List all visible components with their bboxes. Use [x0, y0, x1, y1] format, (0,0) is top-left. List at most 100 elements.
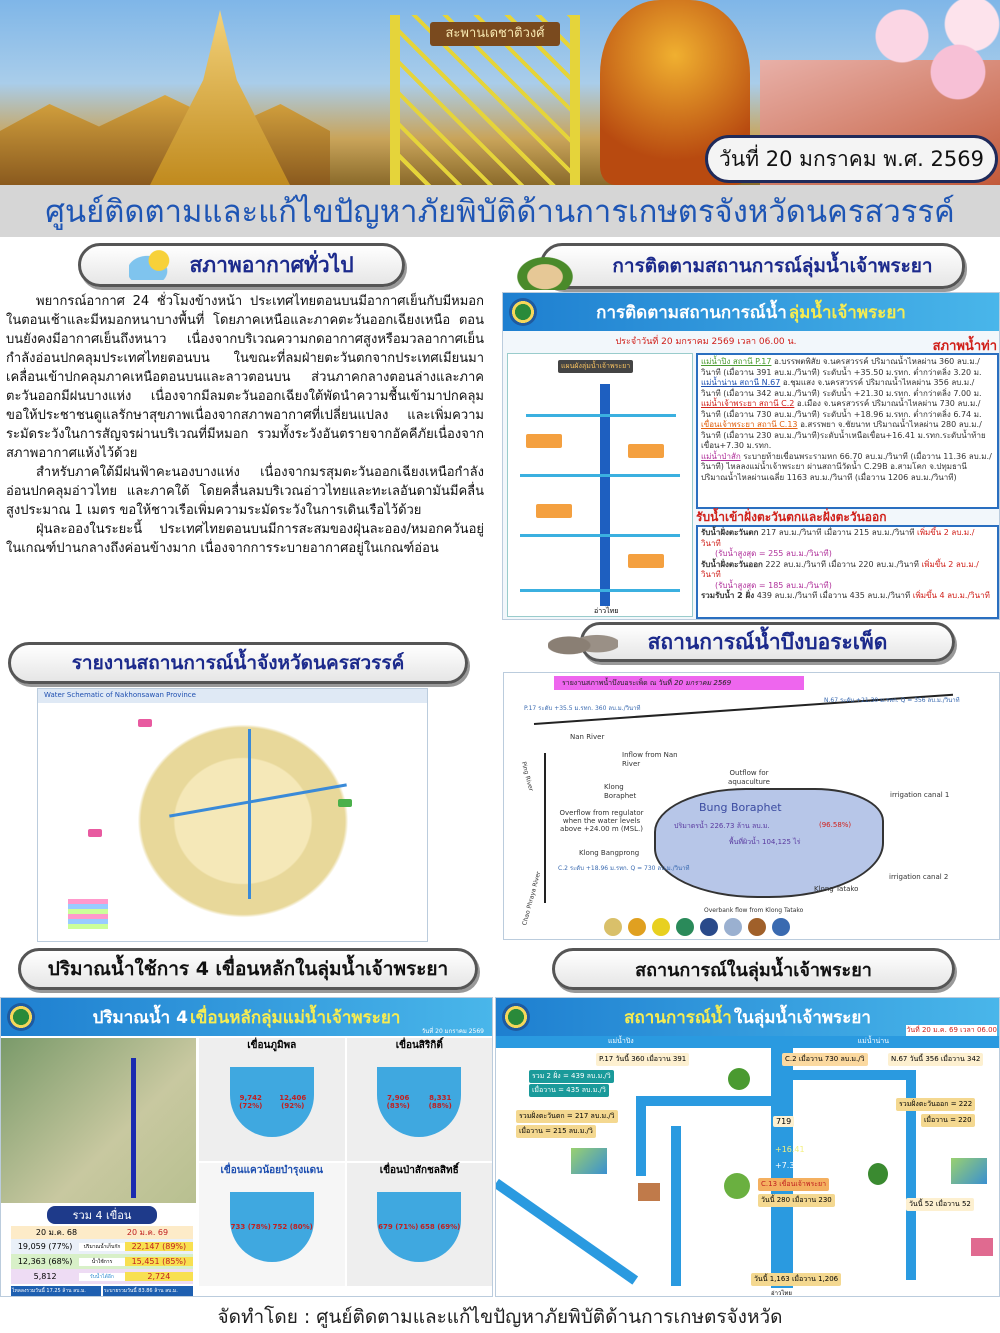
panel-title: ในลุ่มน้ำเจ้าพระยา	[733, 1007, 871, 1028]
dam-value-68: 7,906 (83%)	[386, 1094, 410, 1110]
dam-gauge: 9,742 (72%)12,406 (92%)	[229, 1067, 314, 1137]
tree-icon	[728, 1068, 750, 1090]
panel-title: ปริมาณน้ำ 4	[92, 1007, 188, 1028]
n67-box: N.67 วันนี้ 356 เมื่อวาน 342	[888, 1053, 984, 1066]
panel-header: การติดตามสถานการณ์น้ำลุ่มน้ำเจ้าพระยา	[503, 293, 999, 331]
dam-value-69: 8,331 (88%)	[428, 1094, 452, 1110]
bridge-sign: สะพานเดชาติวงศ์	[430, 22, 560, 46]
intake-change: เพิ่มขึ้น 4 ลบ.ม./วินาที	[912, 591, 990, 600]
west-total-box: รวม 2 ฝั่ง = 439 ลบ.ม./วิ	[529, 1070, 614, 1083]
nakhonsawan-report-header: รายงานสถานการณ์น้ำจังหวัดนครสวรรค์	[8, 642, 468, 684]
pasak-box: วันนี้ 52 เมื่อวาน 52	[906, 1198, 974, 1211]
intake-label: รับน้ำฝั่งตะวันออก	[701, 559, 763, 569]
overflow-label: Overflow from regulator when the water l…	[559, 809, 644, 833]
station-box	[526, 434, 562, 448]
dam-name: เขื่อนแควน้อยบำรุงแดน	[220, 1165, 324, 1176]
east-box: รวมฝั่งตะวันออก = 222	[896, 1098, 976, 1111]
lake-name: Bung Boraphet	[699, 801, 782, 814]
river-line	[131, 1058, 136, 1198]
dam-grid: เขื่อนภูมิพล 9,742 (72%)12,406 (92%) เขื…	[199, 1038, 492, 1286]
basin-panel: สถานการณ์น้ำในลุ่มน้ำเจ้าพระยา วันที่ 20…	[495, 997, 1000, 1297]
station-name: แม่น้ำปิง สถานี P.17	[701, 357, 772, 366]
value-68: 12,363 (68%)	[17, 1257, 73, 1266]
weather-header: สภาพอากาศทั่วไป	[78, 243, 405, 287]
inflow-label: Inflow from Nan River	[622, 751, 678, 768]
station-text: อ.ชุมแสง จ.นครสวรรค์ ปริมาณน้ำไหลผ่าน 35…	[701, 378, 982, 398]
panel-title-highlight: ลุ่มน้ำเจ้าพระยา	[788, 302, 906, 323]
weather-header-label: สภาพอากาศทั่วไป	[189, 252, 354, 277]
station-marker	[138, 719, 152, 727]
intake-row: รับน้ำฝั่งตะวันตก 217 ลบ.ม./วินาที เมื่อ…	[701, 528, 994, 549]
downstream-level: +7.30	[775, 1161, 800, 1170]
row-label: ปริมาณน้ำเก็บกัก	[79, 1242, 125, 1251]
agency-logo	[772, 918, 790, 936]
lake-volume: ปริมาตรน้ำ 226.73 ล้าน ลบ.ม.	[674, 822, 770, 830]
intake-row: รับน้ำฝั่งตะวันออก 222 ลบ.ม./วินาที เมื่…	[701, 560, 994, 581]
dam-name: เขื่อนสิริกิติ์	[395, 1040, 443, 1051]
date-badge: วันที่ 20 มกราคม พ.ศ. 2569	[705, 135, 998, 183]
canal2-label: irrigation canal 2	[889, 873, 949, 881]
station-text: ระบายท้ายเขื่อนพระรามหก 66.70 ลบ.ม./วินา…	[701, 451, 992, 482]
intake-label: รับน้ำฝั่งตะวันตก	[701, 528, 759, 537]
canal-line	[520, 589, 680, 592]
west-yday2-box: เมื่อวาน = 215 ลบ.ม./วิ	[516, 1125, 596, 1138]
agency-logo	[628, 918, 646, 936]
tree-icon	[868, 1163, 888, 1185]
map-legend	[68, 899, 108, 929]
station-name: แม่น้ำป่าสัก	[701, 451, 741, 461]
dam-illustration-icon	[951, 1158, 987, 1184]
dam-card: เขื่อนป่าสักชลสิทธิ์ 679 (71%)658 (69%)	[346, 1163, 492, 1286]
dams-panel: ปริมาณน้ำ 4 เขื่อนหลักลุ่มแม่น้ำเจ้าพระย…	[0, 997, 493, 1297]
nakhonsawan-water-map: Water Schematic of Nakhonsawan Province	[37, 688, 428, 942]
chaophraya-monitor-header-label: การติดตามสถานการณ์ลุ่มน้ำเจ้าพระยา	[612, 255, 933, 277]
station-name: แม่น้ำเจ้าพระยา สถานี C.2	[701, 399, 795, 408]
weather-paragraph: สำหรับภาคใต้มีฝนฟ้าคะนองบางแห่ง เนื่องจา…	[6, 465, 484, 518]
col-68: 20 ม.ค. 68	[35, 1228, 78, 1237]
basin-header-label: สถานการณ์ในลุ่มน้ำเจ้าพระยา	[635, 959, 872, 981]
east-canal	[906, 1070, 916, 1280]
ping-label: แม่น้ำปิง	[607, 1037, 634, 1045]
agency-logo	[604, 918, 622, 936]
west-canal	[636, 1096, 646, 1176]
outflow-total: ระบายรวมวันนี้ 83.86 ล้าน ลบ.ม.	[103, 1286, 193, 1296]
p17-label: P.17 ระดับ +35.5 ม.รทก. 360 ลบ.ม./วินาที	[524, 705, 641, 712]
chaophraya-schematic: แผนผังลุ่มน้ำเจ้าพระยา อ่าวไทย	[507, 353, 693, 617]
outflow-label: Outflow for aquaculture	[728, 769, 770, 786]
footer-credit: จัดทำโดย : ศูนย์ติดตามและแก้ไขปัญหาภัยพิ…	[217, 1305, 783, 1328]
gulf-label: อ่าวไทย	[594, 607, 619, 615]
dams-header-label: ปริมาณน้ำใช้การ 4 เขื่อนหลักในลุ่มน้ำเจ้…	[47, 958, 449, 980]
as-of-date: วันที่ 20 มกราคม 2569	[421, 1028, 484, 1035]
panel-header: ปริมาณน้ำ 4 เขื่อนหลักลุ่มแม่น้ำเจ้าพระย…	[1, 998, 492, 1036]
river-header-bar: แม่น้ำปิงแม่น้ำน่าน	[496, 1036, 999, 1048]
chaophraya-river-line	[600, 384, 610, 606]
c13-box: C.13 เขื่อนเจ้าพระยา	[758, 1178, 830, 1191]
weather-paragraph: ฝุ่นละอองในระยะนี้ ประเทศไทยตอนบนมีการสะ…	[6, 522, 484, 556]
department-logo	[509, 298, 537, 326]
agency-logo	[676, 918, 694, 936]
c2-box: C.2 เมื่อวาน 730 ลบ.ม./วิ	[782, 1053, 868, 1066]
intake-change: เพิ่มขึ้น 2 ลบ.ม./วินาที	[701, 528, 975, 548]
value-68: 19,059 (77%)	[17, 1242, 73, 1251]
cloud-sun-icon	[129, 250, 176, 280]
station-marker	[338, 799, 352, 807]
panel-title-highlight: สถานการณ์น้ำ	[624, 1007, 732, 1028]
chaophraya-main-channel	[771, 1048, 793, 1288]
borapet-diagram: รายงานสภาพน้ำบึงบอระเพ็ด ณ วันที่ 20 มกร…	[503, 672, 1000, 940]
west-canal	[671, 1126, 681, 1286]
col-69: 20 ม.ค. 69	[126, 1228, 169, 1237]
west-canal	[636, 1096, 776, 1106]
dam-value-68: 733 (78%)	[230, 1223, 271, 1231]
house-icon	[971, 1238, 993, 1256]
as-of-date: ประจำวันที่ 20 มกราคม 2569 เวลา 06.00 น.	[615, 337, 797, 347]
dam-card: เขื่อนสิริกิติ์ 7,906 (83%) 8,331 (88%)	[346, 1038, 492, 1161]
gulf-label: อ่าวไทย	[771, 1290, 792, 1297]
nan-river-label: Nan River	[570, 733, 605, 741]
agency-logos	[604, 918, 790, 936]
row-label: น้ำใช้การ	[79, 1257, 125, 1266]
borapet-header-label: สถานการณ์น้ำบึงบอระเพ็ด	[647, 629, 888, 654]
klong-boraphet-label: Klong Boraphet	[604, 783, 637, 800]
station-marker	[88, 829, 102, 837]
schematic-label: แผนผังลุ่มน้ำเจ้าพระยา	[558, 360, 634, 373]
